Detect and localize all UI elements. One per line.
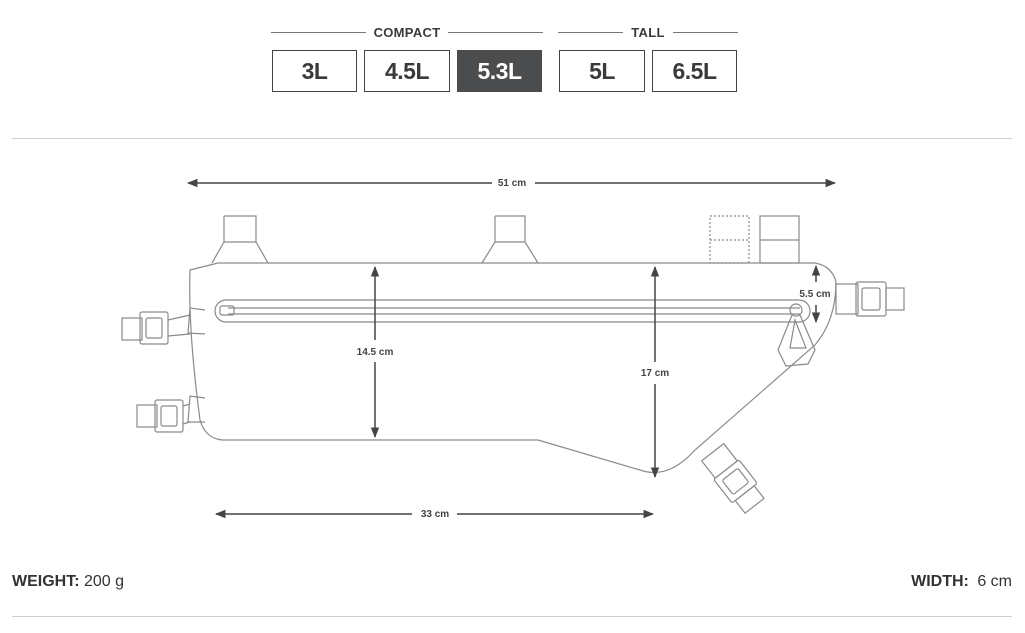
divider-line bbox=[448, 31, 544, 33]
width-label: WIDTH: bbox=[911, 573, 969, 590]
size-button-3l[interactable]: 3L bbox=[272, 50, 357, 92]
weight-label: WEIGHT: bbox=[12, 573, 80, 590]
dim-overall-length: 51 cm bbox=[498, 178, 526, 189]
group-label-tall: TALL bbox=[558, 24, 739, 40]
weight-value: 200 g bbox=[84, 573, 125, 590]
size-button-5l[interactable]: 5L bbox=[559, 50, 645, 92]
size-button-6-5l[interactable]: 6.5L bbox=[652, 50, 737, 92]
frame-bag-diagram: 51 cm 33 cm 14.5 cm 17 cm 5.5 cm bbox=[121, 178, 905, 520]
section-divider-bottom bbox=[12, 616, 1012, 617]
divider-line bbox=[271, 31, 366, 33]
dim-rear-height: 14.5 cm bbox=[357, 347, 394, 358]
divider-line bbox=[672, 31, 739, 33]
dim-front-height: 17 cm bbox=[641, 368, 669, 379]
weight-spec: WEIGHT: 200 g bbox=[12, 573, 124, 591]
group-label-text: COMPACT bbox=[373, 24, 441, 40]
width-value: 6 cm bbox=[977, 573, 1012, 590]
dimension-arrows bbox=[186, 178, 837, 519]
group-label-text: TALL bbox=[631, 24, 665, 40]
group-label-compact: COMPACT bbox=[271, 24, 544, 40]
dim-bottom-length: 33 cm bbox=[421, 509, 449, 520]
section-divider-top bbox=[12, 138, 1012, 139]
dim-head-height: 5.5 cm bbox=[799, 289, 830, 300]
bag-outline bbox=[121, 215, 905, 515]
size-button-5-3l[interactable]: 5.3L bbox=[457, 50, 542, 92]
width-spec: WIDTH: 6 cm bbox=[911, 573, 1012, 591]
size-button-4-5l[interactable]: 4.5L bbox=[364, 50, 450, 92]
divider-line bbox=[558, 31, 624, 33]
